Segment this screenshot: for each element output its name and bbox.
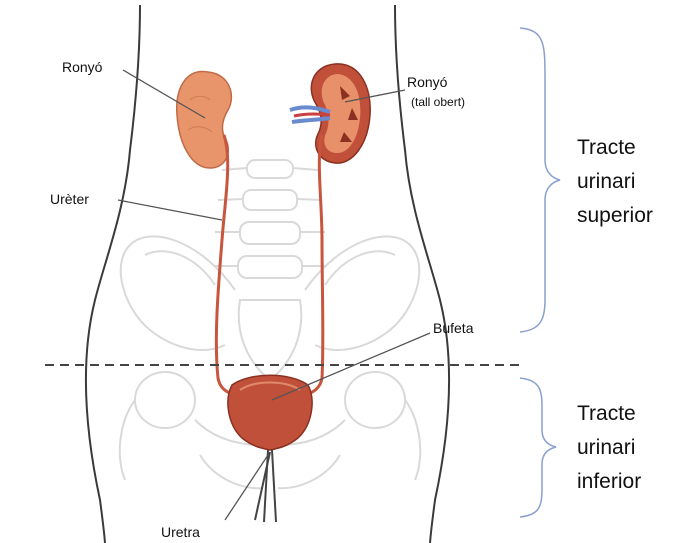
vertebra-processes — [213, 168, 327, 266]
torso-left-outline — [86, 5, 140, 543]
leader-ureter — [118, 200, 222, 220]
label-urethra: Uretra — [161, 524, 200, 540]
left-kidney — [177, 72, 232, 168]
lower-tract-line3: inferior — [577, 470, 641, 493]
label-kidney-right-note: (tall obert) — [411, 95, 465, 109]
upper-tract-line1: Tracte — [577, 136, 636, 159]
lower-tract-line2: urinari — [577, 436, 635, 459]
left-hip-socket — [135, 372, 195, 428]
upper-tract-line2: urinari — [577, 170, 635, 193]
urethra-lines — [255, 450, 276, 522]
vertebra — [238, 256, 302, 278]
label-kidney-right: Ronyó — [407, 74, 448, 90]
sacrum — [239, 300, 302, 380]
label-ureter: Urèter — [50, 191, 89, 207]
upper-tract-brace — [520, 28, 560, 332]
label-bladder: Bufeta — [433, 320, 474, 336]
bladder — [228, 375, 312, 450]
lower-tract-line1: Tracte — [577, 402, 636, 425]
right-femur-head — [405, 400, 420, 480]
right-kidney-section — [290, 64, 370, 163]
right-hip-socket — [345, 372, 405, 428]
vertebra — [243, 190, 297, 210]
lower-tract-brace — [520, 378, 556, 517]
label-kidney-left: Ronyó — [62, 59, 103, 75]
upper-tract-line3: superior — [577, 204, 653, 227]
leader-lines — [118, 70, 430, 520]
pubic-lower — [200, 455, 340, 488]
vertebra — [247, 160, 293, 178]
left-femur-head — [120, 400, 135, 480]
vertebra — [240, 222, 300, 244]
